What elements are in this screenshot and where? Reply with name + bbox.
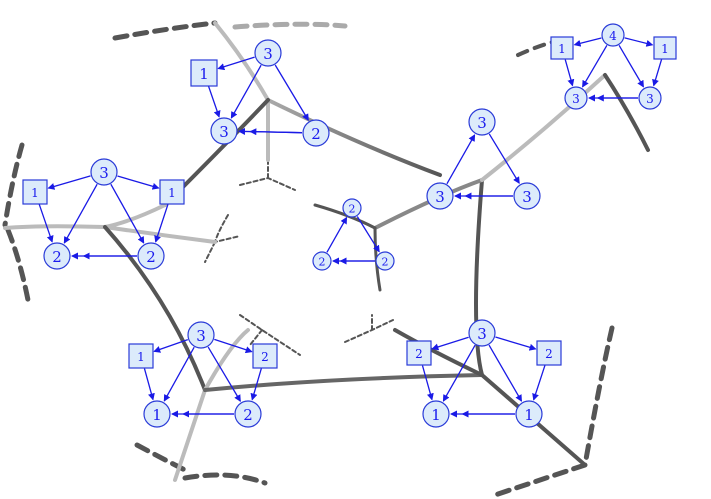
arrow-edge xyxy=(250,368,262,401)
arrow-edge xyxy=(63,183,98,244)
arrow-edge xyxy=(47,175,91,190)
node-label: 1 xyxy=(199,65,209,83)
circle-node: 3 xyxy=(468,108,496,136)
arrow-edge xyxy=(356,216,380,253)
circle-node: 3 xyxy=(210,117,238,145)
circle-node: 2 xyxy=(342,198,362,218)
square-node: 2 xyxy=(406,340,432,366)
node-label: 3 xyxy=(435,188,445,206)
circle-node: 2 xyxy=(137,242,165,270)
circle-node: 3 xyxy=(254,39,282,67)
circle-node: 3 xyxy=(513,182,541,210)
graph-nodes: 1 3 3 2 1 4 1 3 3 1 3 1 2 2 3 3 3 2 2 2 1 3 2 1 2 2 3 2 1 1 xyxy=(22,23,677,428)
circle-node: 2 xyxy=(234,400,262,428)
node-label: 4 xyxy=(609,29,617,43)
arrow-edge xyxy=(249,128,303,136)
node-label: 3 xyxy=(646,92,654,106)
node-label: 1 xyxy=(31,186,39,200)
circle-node: 3 xyxy=(468,319,496,347)
node-label: 3 xyxy=(522,188,532,206)
arrow-edge xyxy=(38,204,54,243)
square-node: 2 xyxy=(536,340,562,366)
arrow-edge xyxy=(117,175,160,190)
square-node: 2 xyxy=(252,343,278,369)
arrow-edge xyxy=(163,346,195,402)
arrow-edge xyxy=(495,336,537,351)
node-label: 1 xyxy=(168,186,176,200)
arrow-edge xyxy=(446,134,476,185)
arrow-edge xyxy=(110,183,145,244)
arrow-edge xyxy=(421,365,434,401)
arrow-edge xyxy=(207,346,241,402)
node-label: 1 xyxy=(661,42,669,56)
node-label: 2 xyxy=(261,350,269,364)
circle-node: 3 xyxy=(187,321,215,349)
node-label: 1 xyxy=(152,406,162,424)
square-node: 1 xyxy=(128,343,154,369)
arrow-edge xyxy=(214,338,253,354)
square-node: 1 xyxy=(22,179,48,205)
node-label: 2 xyxy=(146,248,156,266)
circle-node: 3 xyxy=(90,158,118,186)
node-label: 1 xyxy=(137,350,145,364)
arrow-edge xyxy=(573,37,602,47)
node-label: 3 xyxy=(219,123,229,141)
arrow-edge xyxy=(442,344,476,402)
arrow-edge xyxy=(154,204,169,243)
arrow-edge xyxy=(274,64,309,121)
arrow-edge xyxy=(488,133,520,185)
circle-node: 1 xyxy=(422,400,450,428)
circle-node: 3 xyxy=(426,182,454,210)
circle-node: 3 xyxy=(564,86,588,110)
arrow-edge xyxy=(230,64,262,119)
arrow-edge xyxy=(532,365,546,401)
arrow-edge xyxy=(143,368,155,401)
circle-node: 2 xyxy=(312,251,332,271)
arrow-edge xyxy=(431,336,469,351)
circle-node: 4 xyxy=(601,23,625,47)
arrow-edge xyxy=(618,45,644,88)
node-label: 1 xyxy=(524,406,534,424)
square-node: 1 xyxy=(159,179,185,205)
node-label: 1 xyxy=(431,406,441,424)
arrow-edge xyxy=(488,344,523,402)
circle-node: 1 xyxy=(515,400,543,428)
node-label: 2 xyxy=(382,256,389,269)
circle-node: 3 xyxy=(638,86,662,110)
circle-node: 2 xyxy=(375,251,395,271)
node-label: 3 xyxy=(477,114,487,132)
node-label: 2 xyxy=(349,203,356,216)
node-label: 3 xyxy=(196,327,206,345)
arrow-edge xyxy=(207,86,221,118)
arrow-edges xyxy=(38,37,663,418)
node-label: 3 xyxy=(99,164,109,182)
arrow-edge xyxy=(564,59,575,87)
square-node: 1 xyxy=(653,36,677,60)
arrow-edge xyxy=(326,216,348,253)
arrow-edge xyxy=(217,56,255,71)
node-label: 2 xyxy=(319,256,326,269)
node-label: 2 xyxy=(311,125,321,143)
circle-node: 2 xyxy=(43,242,71,270)
square-node: 1 xyxy=(550,36,574,60)
node-label: 3 xyxy=(263,45,273,63)
arrow-edge xyxy=(153,339,189,353)
arrow-edge xyxy=(652,59,663,87)
node-label: 2 xyxy=(545,347,553,361)
node-label: 3 xyxy=(572,92,580,106)
circle-node: 1 xyxy=(143,400,171,428)
node-label: 2 xyxy=(243,406,253,424)
node-label: 2 xyxy=(415,347,423,361)
arrow-edge xyxy=(582,45,608,88)
node-label: 2 xyxy=(52,248,62,266)
circle-node: 2 xyxy=(302,119,330,147)
node-label: 3 xyxy=(477,325,487,343)
square-node: 1 xyxy=(190,59,218,87)
node-label: 1 xyxy=(558,42,566,56)
arrow-edge xyxy=(624,37,654,47)
